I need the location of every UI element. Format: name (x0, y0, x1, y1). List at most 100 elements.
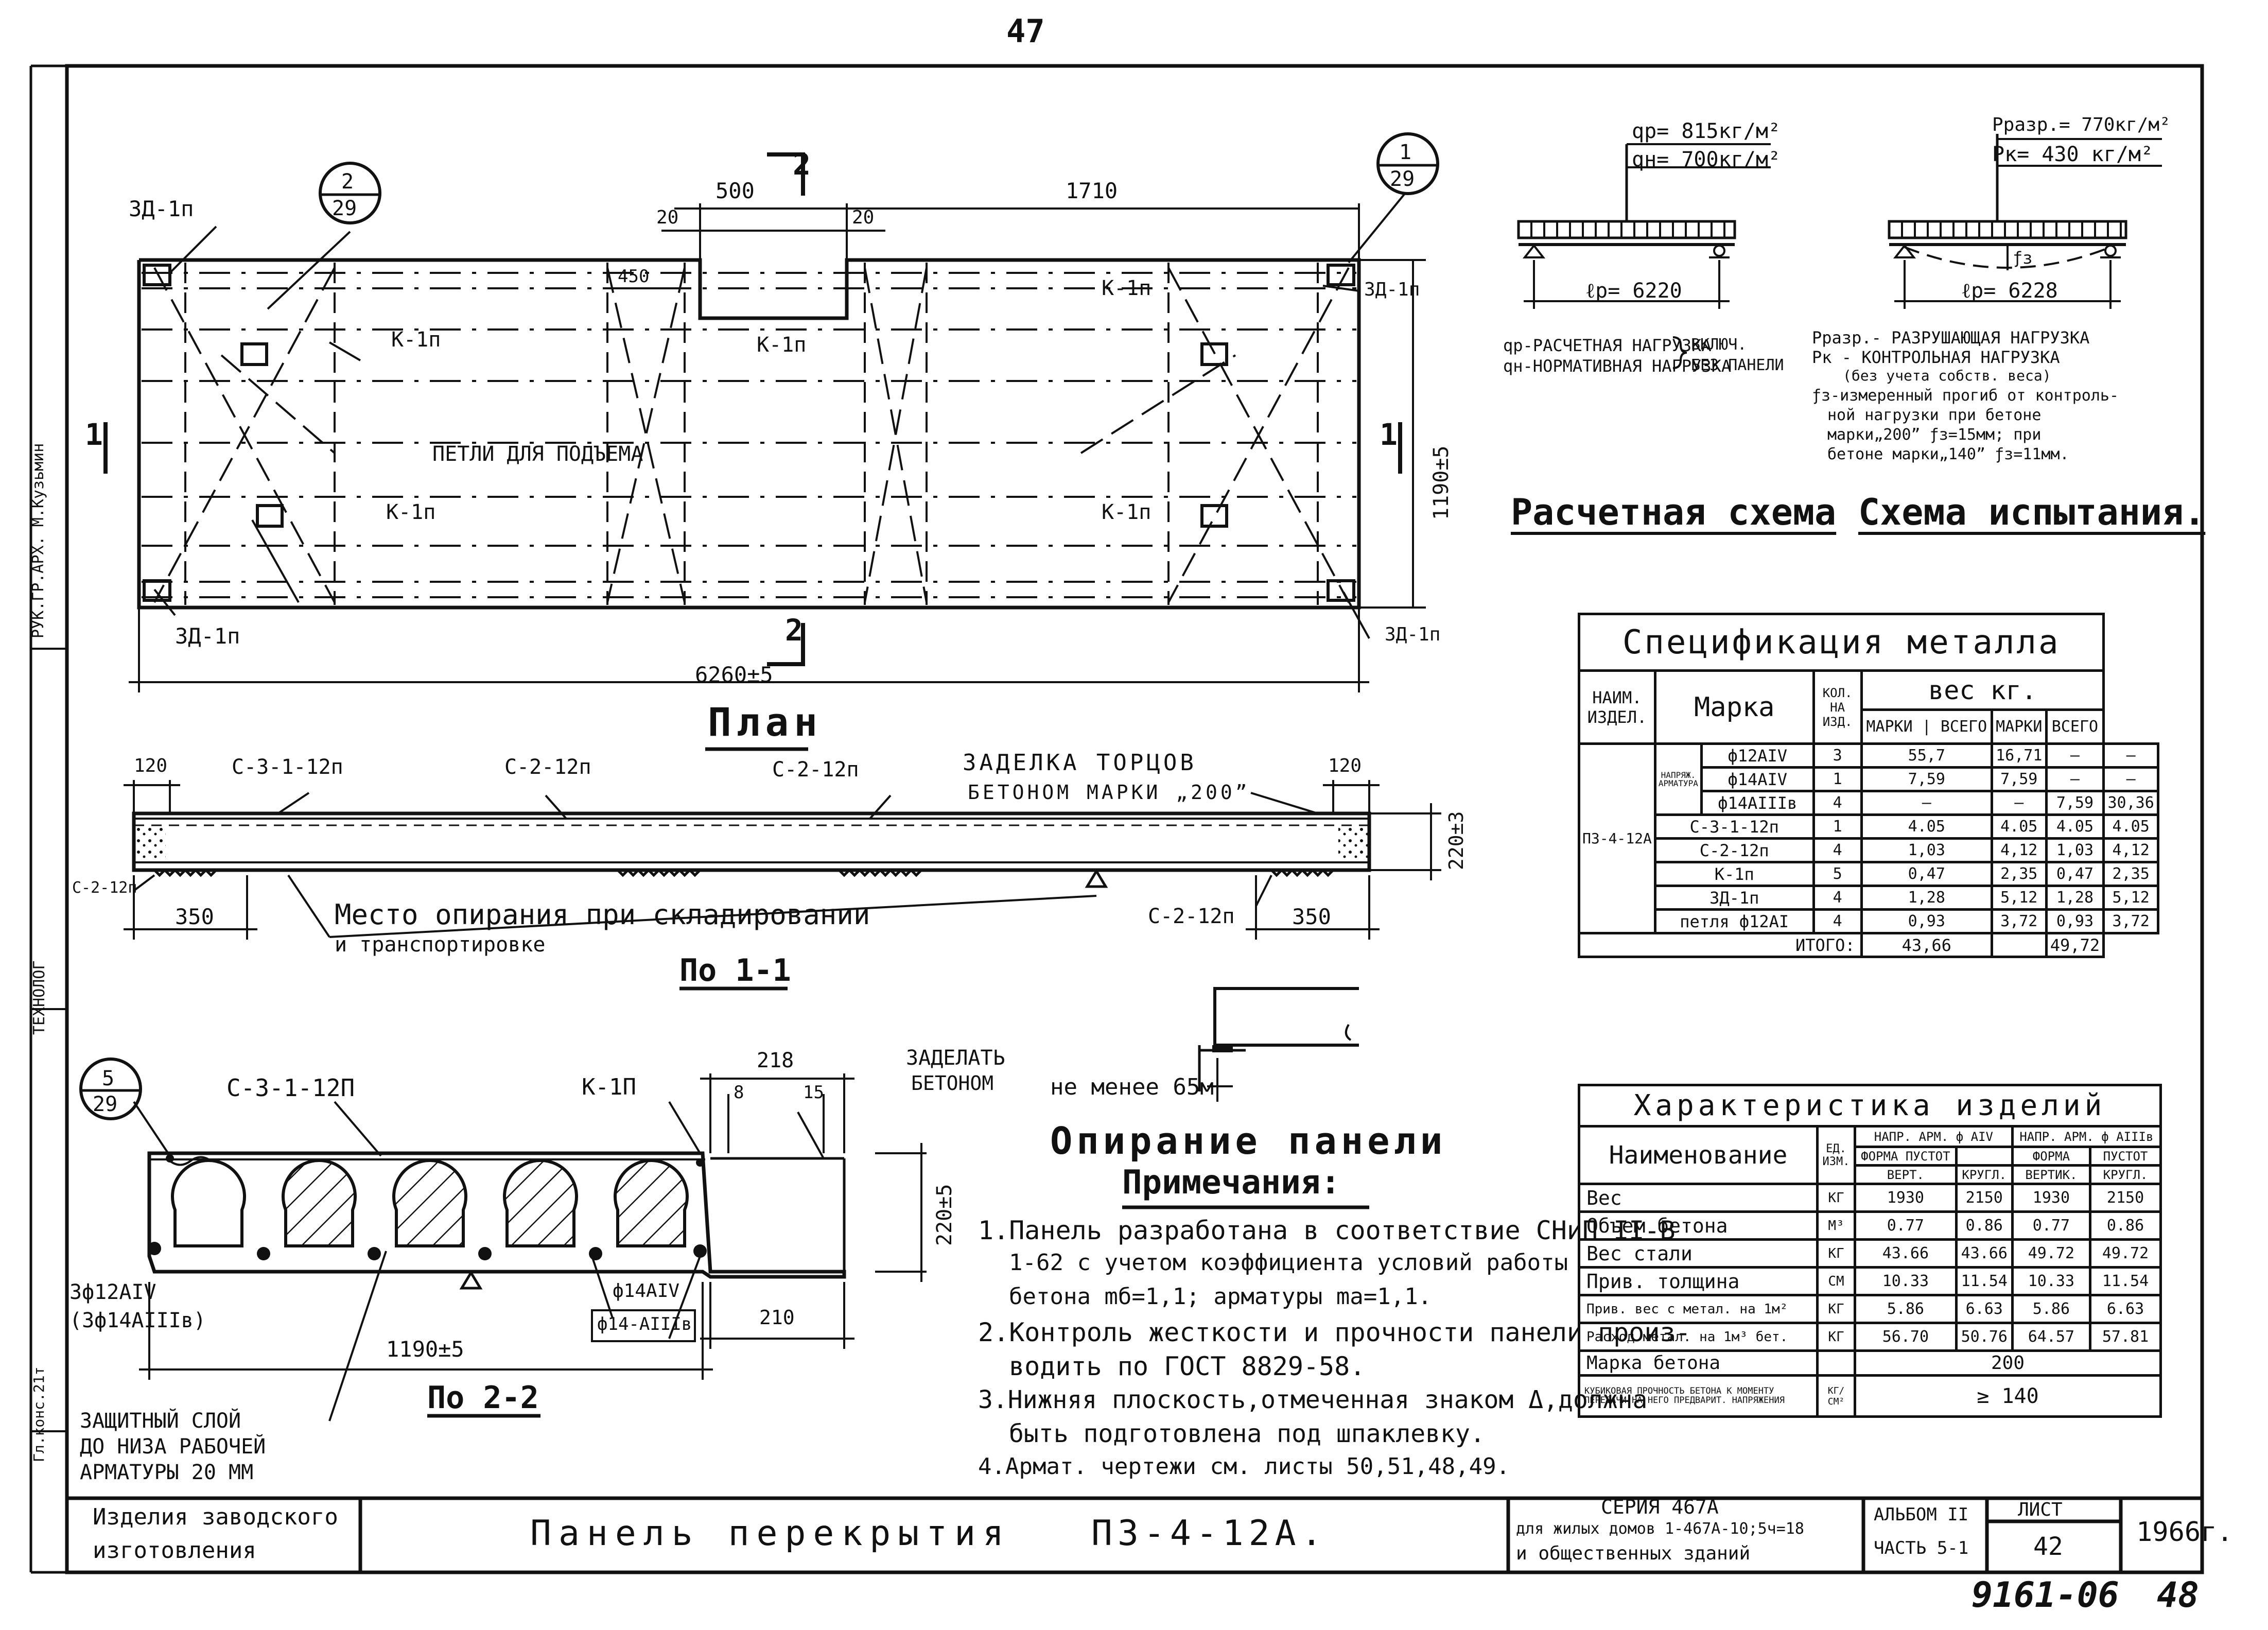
plan-label-k-left-top: К-1п (391, 328, 441, 352)
char-cell-d: 49.72 (2089, 1238, 2162, 1269)
calc-scheme-diagram (1517, 143, 1771, 369)
spec-cell-qty: 1 (1812, 813, 1863, 840)
spec-item-name: ПЗ-4-12А (1578, 742, 1656, 934)
plan-label-zd-bottom-left: 3Д-1п (175, 623, 240, 649)
test-legend-line: бетоне марки„140” ƒз=11мм. (1827, 445, 2069, 463)
s11-label-seal-2: БЕТОНОМ МАРКИ „200” (968, 781, 1250, 804)
plan-dim-500: 500 (716, 178, 755, 203)
s11-label-seal-1: ЗАДЕЛКА ТОРЦОВ (963, 750, 1197, 776)
s11-dim-height: 220±3 (1445, 811, 1468, 870)
spec-total-1: 43,66 (1860, 932, 1993, 958)
spec-cell-t2: — (2102, 766, 2159, 792)
tb-left-1: Изделия заводского (93, 1504, 338, 1530)
spec-cell-m1: 0,93 (1860, 908, 1993, 934)
char-cell-c: 49.72 (2011, 1238, 2092, 1269)
test-f3: ƒз (2013, 248, 2033, 268)
tb-left-2: изготовления (93, 1537, 256, 1564)
s22-dim-width: 1190±5 (386, 1337, 464, 1362)
s11-dim-120-left: 120 (134, 755, 168, 776)
char-cell-d: 0.86 (2089, 1210, 2162, 1241)
char-cell-b: 6.63 (1955, 1294, 2014, 1324)
calc-scheme-title: Расчетная схема (1511, 491, 1837, 533)
spec-total-2: 49,72 (2045, 932, 2105, 958)
s11-label-c2-left: С-2-12п (72, 879, 137, 897)
s11-dim-350-right: 350 (1292, 904, 1331, 929)
spec-cell-t1: 2,35 (1990, 861, 2048, 887)
s22-label-k1: К-1П (582, 1074, 636, 1100)
spec-cell-t1: — (1990, 790, 2048, 816)
tb-year: 1966г. (2136, 1517, 2233, 1548)
spec-cell-t1: 4.05 (1990, 813, 2048, 840)
spec-cell-t2: 5,12 (2102, 885, 2159, 911)
s11-support-label-1: Место опирания при складировании (335, 898, 870, 931)
spec-cell-t1: 16,71 (1990, 742, 2048, 769)
spec-cell-mark: С-3-1-12п (1653, 813, 1815, 840)
s22-dim-15: 15 (803, 1082, 824, 1103)
spec-cell-m1: 4.05 (1860, 813, 1993, 840)
margin-detail-ref: Гл.конс.21т (30, 1366, 47, 1462)
s22-fill-label-1: ЗАДЕЛАТЬ (906, 1046, 1005, 1070)
char-cell-a: 10.33 (1854, 1266, 1958, 1296)
plan-dim-width: 1190±5 (1429, 445, 1453, 521)
s22-cover-label-3: АРМАТУРЫ 20 ММ (80, 1461, 254, 1484)
char-header-unit: ЕД. ИЗМ. (1816, 1125, 1856, 1185)
calc-legend-2: qн-НОРМАТИВНАЯ НАГРУЗКА (1503, 356, 1732, 376)
char-header-round-2: КРУГЛ. (2089, 1164, 2162, 1185)
notes-list: 1.Панель разработана в соответствие СНиП… (978, 1216, 1691, 1489)
char-cell-d: 57.81 (2089, 1322, 2162, 1352)
plan-callout-right-sheet: 29 (1390, 167, 1415, 191)
char-cell-b: 43.66 (1955, 1238, 2014, 1269)
margin-technologist: ТЕХНОЛОГ (30, 960, 48, 1035)
note-line: 4.Армат. чертежи см. листы 50,51,48,49. (978, 1453, 1510, 1480)
title-block (67, 1496, 2202, 1572)
test-scheme-diagram (1888, 134, 2162, 309)
s11-dim-350-left: 350 (175, 904, 214, 929)
plan-label-zd-top-right: 3Д-1п (1364, 279, 1420, 300)
char-header-void-2: ПУСТОТ (2089, 1146, 2162, 1167)
char-header-group-2: НАПР. АРМ. ф АIIIв (2011, 1125, 2162, 1148)
s22-dim-8: 8 (734, 1082, 744, 1103)
s22-dim-height: 220±5 (933, 1184, 956, 1246)
spec-cell-t2: 3,72 (2102, 908, 2159, 934)
plan-label-k-right-top: К-1п (1102, 276, 1152, 300)
char-cell-c: 10.33 (2011, 1266, 2092, 1296)
spec-cell-m2: 0,47 (2045, 861, 2105, 887)
note-line: 2.Контроль жесткости и прочности панели … (978, 1317, 1691, 1347)
char-cell-c: 5.86 (2011, 1294, 2092, 1324)
test-pk: Рк= 430 кг/м² (1992, 143, 2154, 166)
spec-cell-mark: С-2-12п (1653, 837, 1815, 863)
char-cell-unit: КГ (1816, 1322, 1856, 1352)
test-lp: ℓр= 6228 (1961, 279, 2058, 303)
char-cell-name: Вес стали (1578, 1238, 1819, 1269)
plan-callout-left-num: 2 (341, 170, 354, 194)
spec-cell-m2: 4.05 (2045, 813, 2105, 840)
support-min-note: не менее 65м (1050, 1074, 1214, 1100)
test-legend-line: (без учета собств. веса) (1843, 367, 2051, 384)
plan-view (103, 132, 1439, 692)
tb-album: АЛЬБОМ II (1874, 1504, 1969, 1525)
plan-section1-right: 1 (1380, 417, 1398, 452)
spec-cell-m2: 1,28 (2045, 885, 2105, 911)
spec-cell-t2: 4.05 (2102, 813, 2159, 840)
note-line: бетона mб=1,1; арматуры ma=1,1. (1009, 1284, 1432, 1310)
spec-cell-m1: 7,59 (1860, 766, 1993, 792)
spec-header-qty: КОЛ. НА ИЗД. (1812, 669, 1863, 745)
char-cell-b: 2150 (1955, 1183, 2014, 1213)
note-line: 1.Панель разработана в соответствие СНиП… (978, 1216, 1676, 1245)
spec-header-item: НАИМ. ИЗДЕЛ. (1578, 669, 1656, 745)
calc-qp: qр= 815кг/м² (1632, 119, 1781, 143)
plan-label-lifting-loops: ПЕТЛИ ДЛЯ ПОДЪЕМА (432, 442, 643, 466)
char-header-form-2: ФОРМА (2011, 1146, 2092, 1167)
char-cell-c: 64.57 (2011, 1322, 2092, 1352)
char-strength-label: КУБИКОВАЯ ПРОЧНОСТЬ БЕТОНА К МОМЕНТУ ПЕР… (1578, 1374, 1819, 1418)
s11-label-c2-mid: С-2-12п (504, 755, 591, 779)
spec-header-total-w2: ВСЕГО (2045, 708, 2105, 745)
s11-dim-120-right: 120 (1328, 755, 1362, 776)
